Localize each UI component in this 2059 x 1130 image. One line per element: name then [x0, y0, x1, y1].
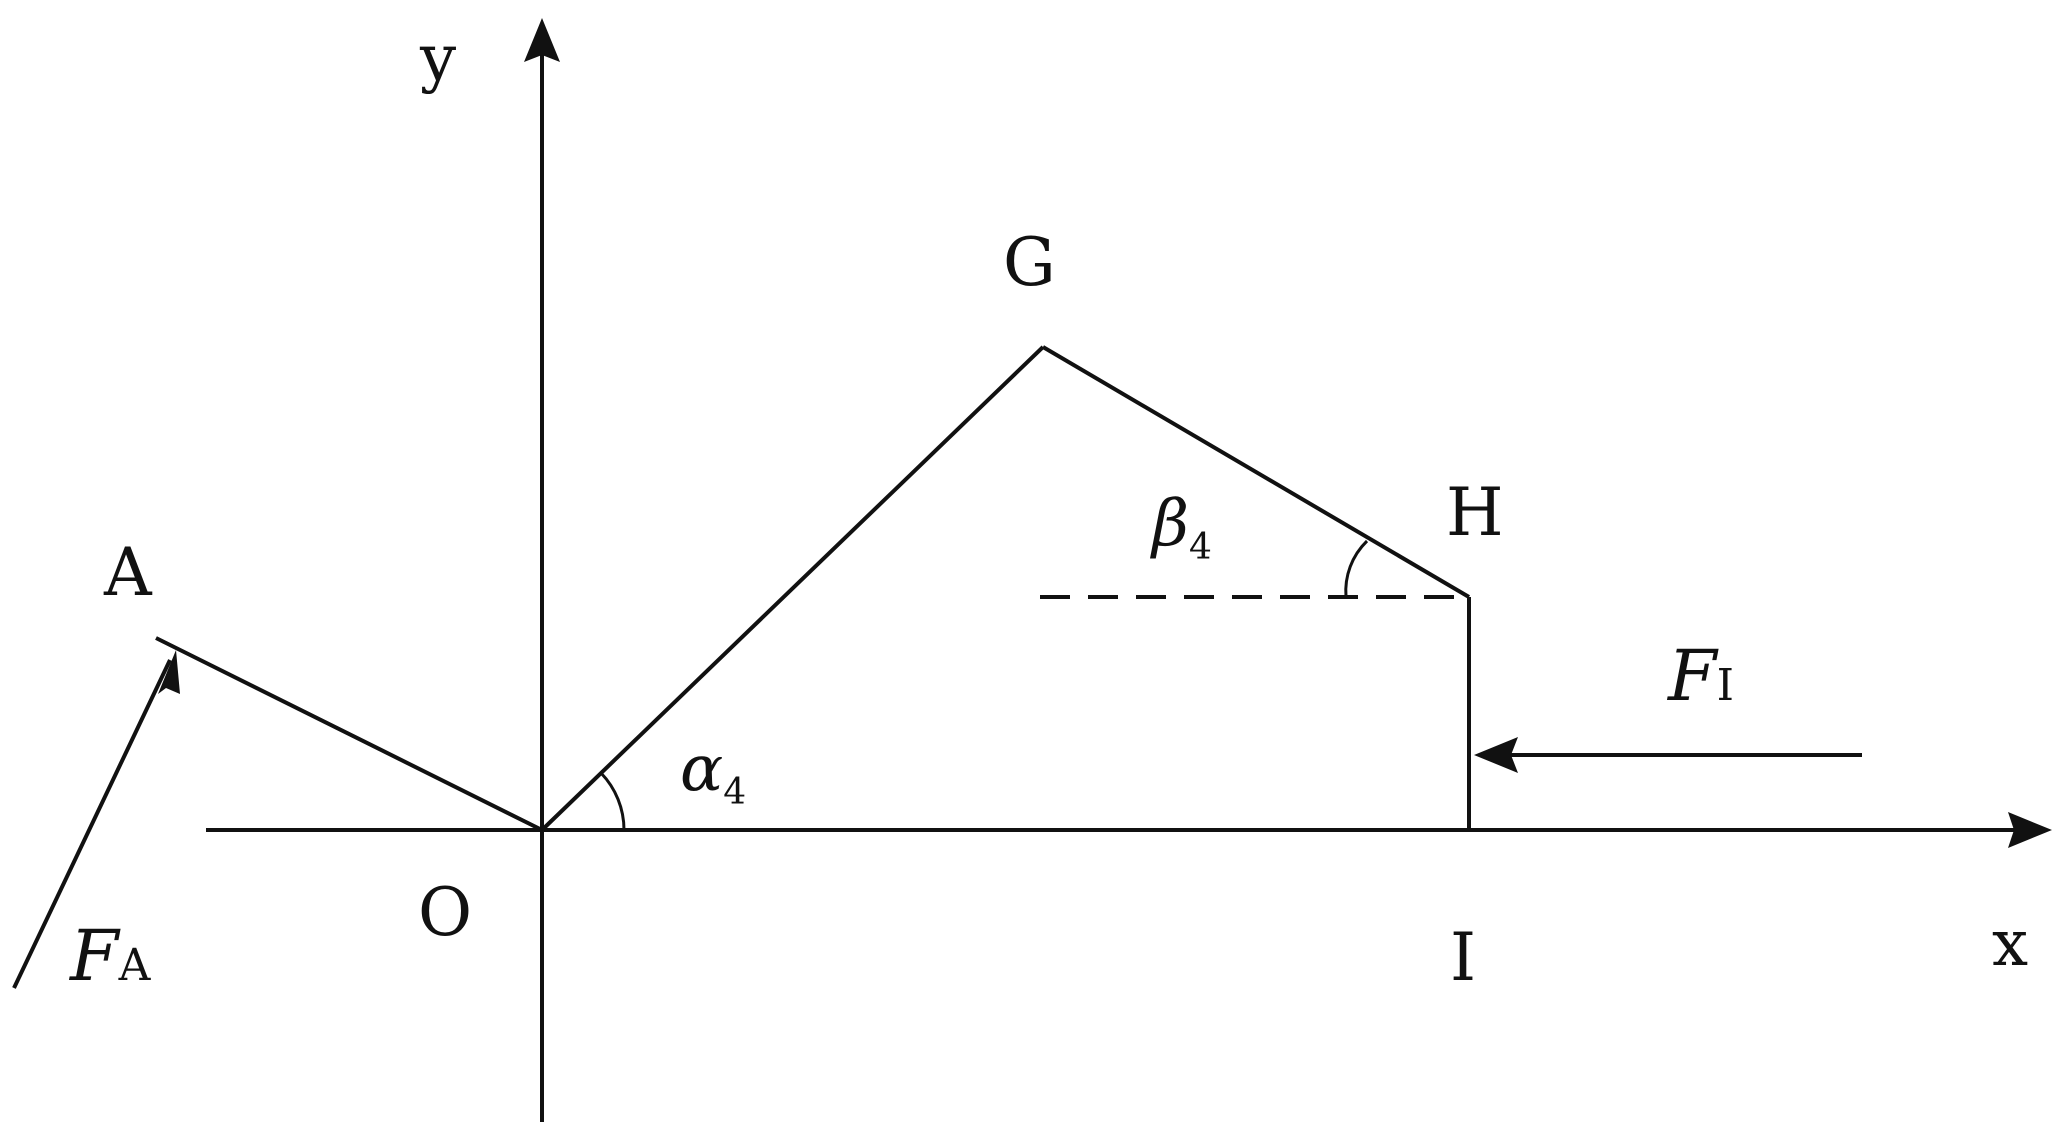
force-FI-arrowhead-icon [1474, 737, 1518, 773]
force-FA-arrow [12, 659, 172, 989]
link-GH [1041, 345, 1471, 599]
y-axis-label: y [419, 22, 456, 96]
force-FA-label: FA [68, 915, 152, 997]
point-I-label: I [1450, 919, 1476, 996]
y-axis-arrow-icon [524, 18, 560, 62]
alpha-angle-arc [599, 771, 626, 831]
force-FA-subscript: A [118, 940, 152, 991]
alpha-subscript: 4 [723, 772, 746, 813]
beta-subscript: 4 [1189, 527, 1212, 568]
link-OA [155, 636, 543, 832]
force-FI-label: FI [1666, 635, 1734, 717]
force-FI-subscript: I [1717, 660, 1734, 711]
force-FA-arrowhead-icon [158, 650, 180, 694]
force-FI-symbol: F [1666, 635, 1719, 717]
alpha-symbol: α [680, 732, 723, 806]
x-axis-label: x [1992, 907, 2028, 981]
beta-symbol: β [1150, 487, 1189, 561]
point-O-label: O [418, 874, 472, 951]
point-G-label: G [1003, 224, 1056, 301]
beta-angle-arc [1344, 539, 1369, 598]
x-axis-arrow-icon [2008, 812, 2052, 848]
point-H-label: H [1446, 474, 1504, 551]
beta-angle-label: β4 [1150, 487, 1212, 568]
link-OG [540, 345, 1045, 832]
alpha-angle-label: α4 [680, 732, 746, 813]
point-A-label: A [103, 534, 153, 611]
force-FA-symbol: F [68, 915, 121, 997]
